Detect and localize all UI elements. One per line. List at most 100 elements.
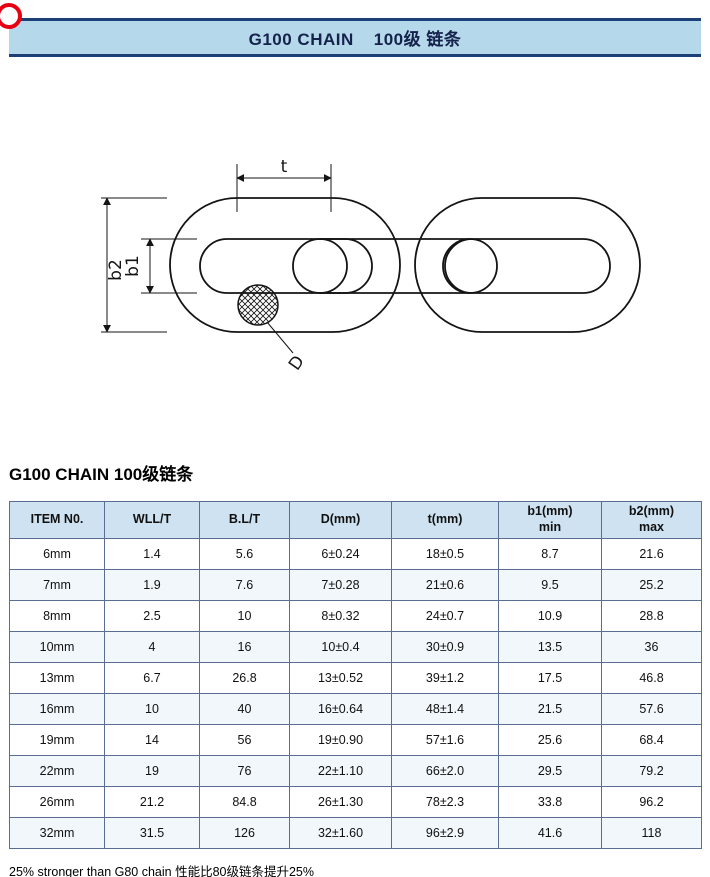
material-cross-section-hatched xyxy=(237,284,279,326)
dim-label-d: D xyxy=(285,352,309,374)
table-cell: 10 xyxy=(199,600,290,632)
table-cell: 16±0.64 xyxy=(289,693,392,725)
table-cell: 1.9 xyxy=(104,569,200,601)
leader-line-d xyxy=(266,321,294,354)
table-cell: 78±2.3 xyxy=(391,786,499,818)
table-cell: 21.6 xyxy=(601,538,702,570)
right-link-outer xyxy=(414,197,641,333)
middle-link-left-end xyxy=(292,238,348,294)
table-cell: 25.6 xyxy=(498,724,602,756)
middle-link-right-end xyxy=(442,238,498,294)
right-link-inner-slot xyxy=(444,238,611,294)
dim-label-b1: b1 xyxy=(123,255,143,277)
table-cell: 40 xyxy=(199,693,290,725)
table-cell: 66±2.0 xyxy=(391,755,499,787)
brand-logo-arc-icon xyxy=(0,3,22,29)
table-cell: 56 xyxy=(199,724,290,756)
table-cell: 16 xyxy=(199,631,290,663)
table-cell: 13±0.52 xyxy=(289,662,392,694)
table-cell: 9.5 xyxy=(498,569,602,601)
column-header: t(mm) xyxy=(391,501,499,539)
table-cell: 22±1.10 xyxy=(289,755,392,787)
table-cell: 41.6 xyxy=(498,817,602,849)
table-cell: 36 xyxy=(601,631,702,663)
table-cell: 6mm xyxy=(9,538,105,570)
table-cell: 26mm xyxy=(9,786,105,818)
table-cell: 32mm xyxy=(9,817,105,849)
table-cell: 68.4 xyxy=(601,724,702,756)
table-cell: 79.2 xyxy=(601,755,702,787)
column-header: ITEM N0. xyxy=(9,501,105,539)
header-title-cn: 100级 链条 xyxy=(373,30,462,49)
section-title: G100 CHAIN 100级链条 xyxy=(9,465,194,484)
table-cell: 10 xyxy=(104,693,200,725)
table-cell: 57±1.6 xyxy=(391,724,499,756)
left-link-outer xyxy=(169,197,401,333)
column-header: b1(mm)min xyxy=(498,501,602,539)
table-cell: 8mm xyxy=(9,600,105,632)
table-cell: 26±1.30 xyxy=(289,786,392,818)
chain-link-drawing: t b2 b1 D xyxy=(101,157,641,374)
table-cell: 26.8 xyxy=(199,662,290,694)
table-cell: 10mm xyxy=(9,631,105,663)
column-header: B.L/T xyxy=(199,501,290,539)
table-cell: 48±1.4 xyxy=(391,693,499,725)
table-cell: 24±0.7 xyxy=(391,600,499,632)
footer-note: 25% stronger than G80 chain 性能比80级链条提升25… xyxy=(9,865,314,877)
table-cell: 18±0.5 xyxy=(391,538,499,570)
dim-label-t: t xyxy=(281,157,288,177)
dimension-lines xyxy=(101,164,332,354)
table-cell: 126 xyxy=(199,817,290,849)
table-cell: 31.5 xyxy=(104,817,200,849)
table-cell: 6±0.24 xyxy=(289,538,392,570)
table-cell: 76 xyxy=(199,755,290,787)
table-cell: 7±0.28 xyxy=(289,569,392,601)
table-cell: 8±0.32 xyxy=(289,600,392,632)
table-cell: 7.6 xyxy=(199,569,290,601)
table-cell: 25.2 xyxy=(601,569,702,601)
column-header: D(mm) xyxy=(289,501,392,539)
dim-label-b2: b2 xyxy=(106,259,126,281)
table-cell: 6.7 xyxy=(104,662,200,694)
table-cell: 1.4 xyxy=(104,538,200,570)
table-cell: 19 xyxy=(104,755,200,787)
table-cell: 19±0.90 xyxy=(289,724,392,756)
table-cell: 28.8 xyxy=(601,600,702,632)
table-cell: 21±0.6 xyxy=(391,569,499,601)
table-cell: 84.8 xyxy=(199,786,290,818)
table-cell: 32±1.60 xyxy=(289,817,392,849)
table-cell: 10.9 xyxy=(498,600,602,632)
table-cell: 96.2 xyxy=(601,786,702,818)
table-cell: 2.5 xyxy=(104,600,200,632)
table-cell: 96±2.9 xyxy=(391,817,499,849)
left-link-inner-slot xyxy=(199,238,373,294)
table-cell: 17.5 xyxy=(498,662,602,694)
table-cell: 13.5 xyxy=(498,631,602,663)
table-cell: 21.2 xyxy=(104,786,200,818)
chain-diagram: t b2 b1 D xyxy=(95,142,655,452)
table-cell: 13mm xyxy=(9,662,105,694)
table-cell: 46.8 xyxy=(601,662,702,694)
column-header: b2(mm)max xyxy=(601,501,702,539)
table-cell: 30±0.9 xyxy=(391,631,499,663)
table-cell: 22mm xyxy=(9,755,105,787)
table-cell: 39±1.2 xyxy=(391,662,499,694)
table-cell: 33.8 xyxy=(498,786,602,818)
table-cell: 7mm xyxy=(9,569,105,601)
table-cell: 16mm xyxy=(9,693,105,725)
table-cell: 29.5 xyxy=(498,755,602,787)
table-cell: 118 xyxy=(601,817,702,849)
